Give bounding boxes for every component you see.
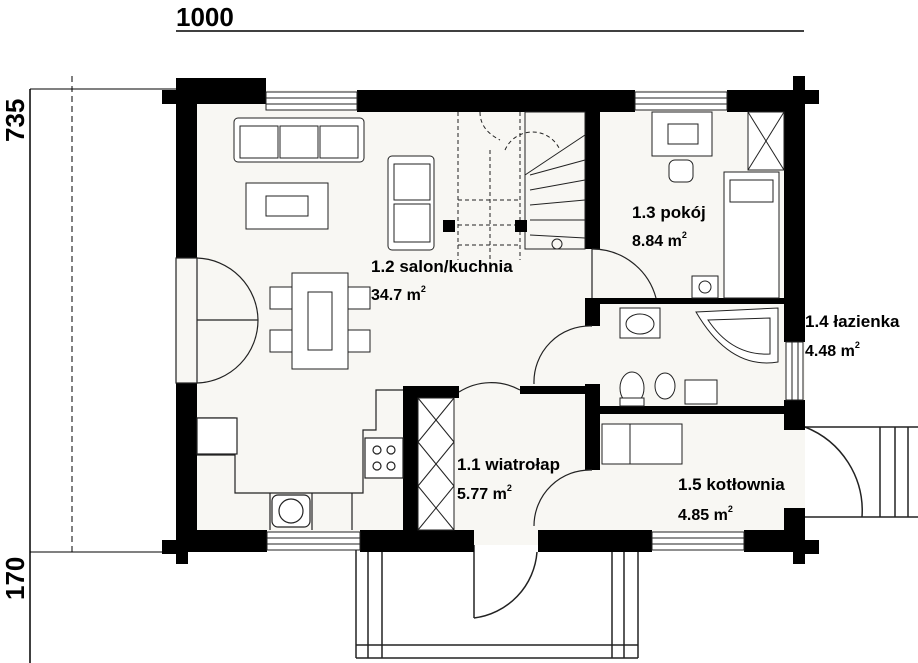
dimension-porch-label: 170 (0, 557, 30, 600)
coffee-table (245, 182, 329, 230)
room-label-kotlownia: 1.5 kotłownia 4.85 m2 (678, 475, 785, 524)
terrace-door (175, 257, 259, 384)
room-area-wiatrolap: 5.77 (457, 486, 488, 503)
boiler-room-fixtures (601, 423, 683, 465)
interior-doors (458, 248, 657, 527)
room-label-lazienka: 1.4 łazienka 4.48 m2 (805, 312, 900, 360)
area-unit: m (493, 486, 507, 503)
room-area-kotlownia: 4.85 (678, 507, 709, 524)
windows (265, 91, 804, 551)
svg-text:5.77 m2: 5.77 m2 (457, 483, 512, 503)
sofa-top (233, 117, 365, 163)
dimension-depth-label: 735 (0, 99, 30, 142)
pillar (443, 220, 455, 232)
dimension-depth: 735 (0, 76, 176, 553)
dimension-porch: 170 (0, 552, 31, 663)
room-area-lazienka: 4.48 (805, 343, 836, 360)
area-unit: m (407, 287, 421, 304)
bathroom-fixtures (619, 307, 779, 407)
room-name-kotlownia: 1.5 kotłownia (678, 475, 785, 494)
area-unit-exp: 2 (728, 504, 733, 514)
room-name-wiatrolap: 1.1 wiatrołap (457, 455, 560, 474)
room-label-salon: 1.2 salon/kuchnia 34.7 m2 (371, 257, 513, 304)
room-area-pokoj: 8.84 (632, 233, 663, 250)
room-label-wiatrolap: 1.1 wiatrołap 5.77 m2 (457, 455, 560, 503)
side-steps (804, 426, 918, 518)
area-unit: m (714, 507, 728, 524)
bedroom-furniture (651, 111, 785, 299)
dimension-width-label: 1000 (176, 2, 234, 32)
area-unit-exp: 2 (421, 284, 426, 294)
area-unit-exp: 2 (507, 483, 512, 493)
svg-text:8.84 m2: 8.84 m2 (632, 230, 687, 250)
room-area-salon: 34.7 (371, 287, 402, 304)
interior-walls (403, 104, 804, 530)
svg-text:4.85 m2: 4.85 m2 (678, 504, 733, 524)
dimension-width: 1000 (176, 2, 804, 32)
room-name-pokoj: 1.3 pokój (632, 203, 706, 222)
pillar (515, 220, 527, 232)
staircase (457, 111, 586, 265)
room-label-pokoj: 1.3 pokój 8.84 m2 (632, 203, 706, 250)
area-unit-exp: 2 (682, 230, 687, 240)
wardrobe (417, 397, 455, 531)
porch (355, 545, 639, 659)
area-unit: m (841, 343, 855, 360)
area-unit-exp: 2 (855, 340, 860, 350)
area-unit: m (668, 233, 682, 250)
svg-text:4.48 m2: 4.48 m2 (805, 340, 860, 360)
sofa-side (387, 155, 435, 251)
kitchen-counter (196, 389, 404, 530)
dining-table (269, 272, 371, 370)
svg-text:34.7 m2: 34.7 m2 (371, 284, 426, 304)
room-name-salon: 1.2 salon/kuchnia (371, 257, 513, 276)
exterior-walls (162, 76, 819, 564)
room-name-lazienka: 1.4 łazienka (805, 312, 900, 331)
